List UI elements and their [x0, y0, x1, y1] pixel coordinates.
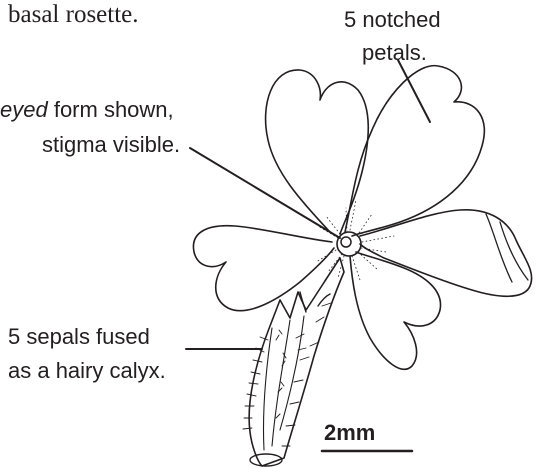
label-petals-line1: 5 notched	[344, 5, 441, 35]
label-eyed-italic: eyed	[0, 97, 48, 122]
label-basal-rosette: basal rosette.	[8, 0, 139, 30]
label-eyed-rest: form shown,	[48, 97, 174, 122]
stigma	[341, 237, 351, 247]
leader-line-stigma	[190, 148, 340, 238]
eye-stipple	[316, 200, 394, 280]
calyx-hairs	[243, 303, 331, 446]
petal-lower	[350, 252, 441, 369]
scale-bar-label: 2mm	[324, 418, 375, 448]
calyx-ribs	[263, 316, 304, 450]
petal-right	[360, 210, 532, 296]
leader-line-petals	[398, 60, 430, 122]
label-eyed-form: eyed form shown,	[0, 95, 174, 125]
petal-upper-left	[266, 70, 369, 234]
label-sepals-line1: 5 sepals fused	[8, 322, 150, 352]
label-petals-line2: petals.	[362, 38, 427, 68]
petal-left	[193, 226, 334, 311]
petal-right-fold	[486, 214, 528, 282]
label-sepals-line2: as a hairy calyx.	[8, 356, 166, 386]
label-stigma-visible: stigma visible.	[42, 130, 180, 160]
